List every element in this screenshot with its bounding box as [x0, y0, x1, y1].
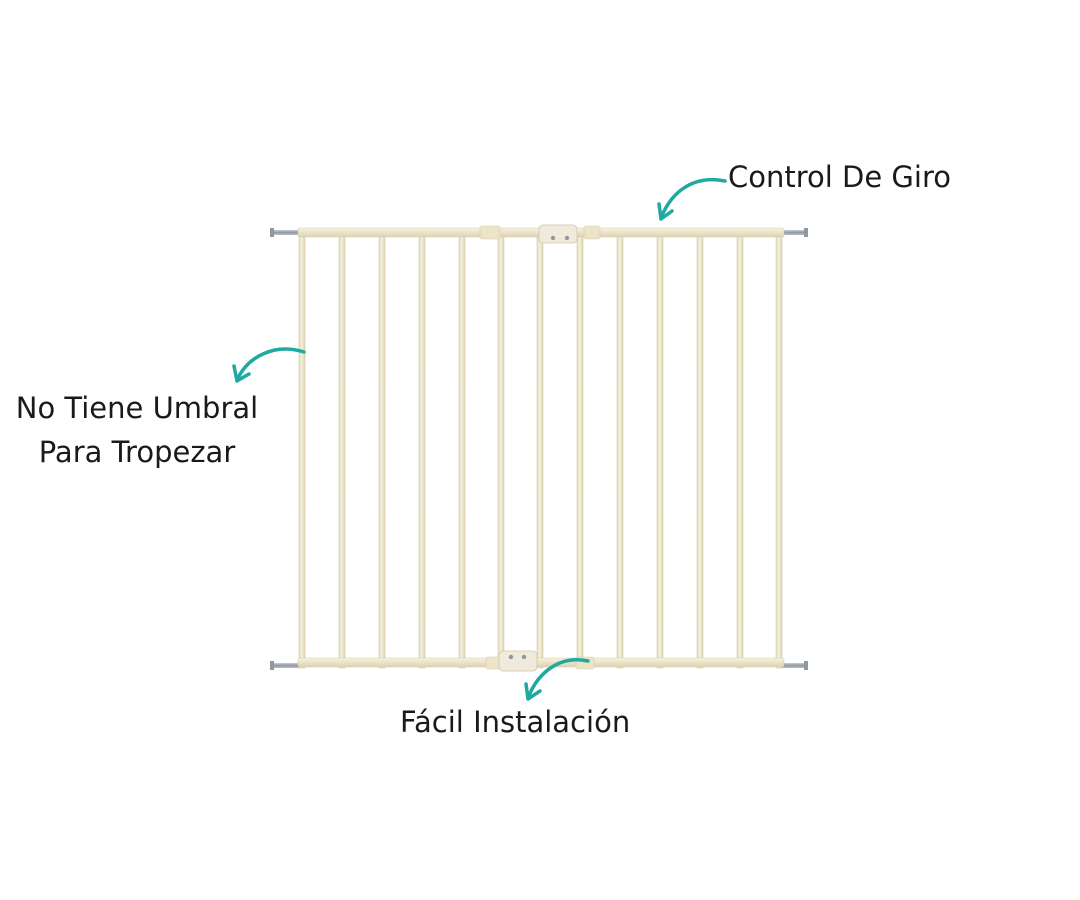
install-bracket	[498, 650, 538, 672]
gate-bottom-rail	[297, 656, 785, 670]
no-threshold-label: No Tiene Umbral Para Tropezar	[10, 386, 264, 474]
swing-control-latch	[538, 224, 578, 244]
pressure-bolt-bottom-left	[270, 661, 304, 670]
gate-bars	[298, 231, 783, 669]
curved-arrow-icon	[657, 178, 727, 221]
swing-control-label: Control De Giro	[728, 160, 951, 194]
curved-arrow-icon	[232, 347, 306, 383]
no-threshold-label-line2: Para Tropezar	[38, 435, 236, 469]
easy-install-label: Fácil Instalación	[400, 705, 631, 739]
pressure-bolt-top-left	[270, 228, 304, 237]
pressure-bolt-bottom-right	[776, 661, 808, 670]
pressure-bolt-top-right	[776, 228, 808, 237]
curved-arrow-icon	[524, 658, 590, 701]
no-threshold-label-line1: No Tiene Umbral	[15, 391, 259, 425]
